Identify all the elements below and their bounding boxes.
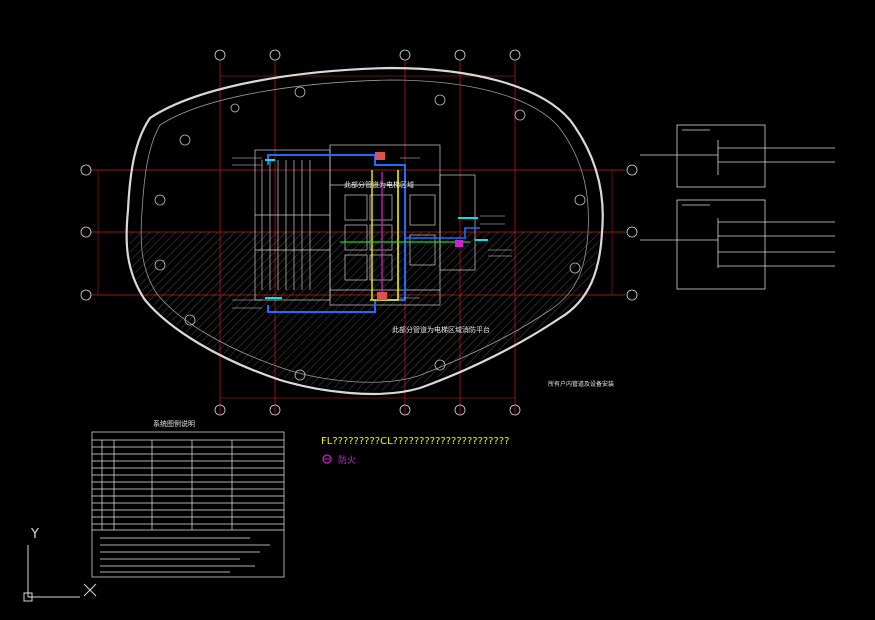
building-outline (125, 66, 604, 395)
note-upper: 此部分管道为电梯区域 (344, 181, 414, 189)
building-core (254, 144, 476, 306)
legend-circle-icon (322, 454, 332, 464)
pipe-routes (265, 152, 488, 313)
fl-cl-label: FL?????????CL?????????????????????? (321, 436, 510, 447)
axis-bubbles (80, 49, 638, 416)
note-right: 所有户内管道及设备安装 (548, 381, 615, 388)
ucs-y-label: Y (31, 527, 39, 542)
system-schematic-2 (640, 199, 835, 290)
legend-table (91, 431, 285, 578)
note-lower: 此部分管道为电梯区域消防平台 (392, 326, 490, 334)
ucs-icon (23, 545, 97, 602)
pipe-callouts (232, 157, 512, 309)
perimeter-columns (154, 86, 586, 381)
system-schematic-1 (640, 124, 835, 188)
legend-table-title: 系统图例说明 (153, 420, 195, 428)
legend-item-label: 防火 (338, 456, 357, 466)
